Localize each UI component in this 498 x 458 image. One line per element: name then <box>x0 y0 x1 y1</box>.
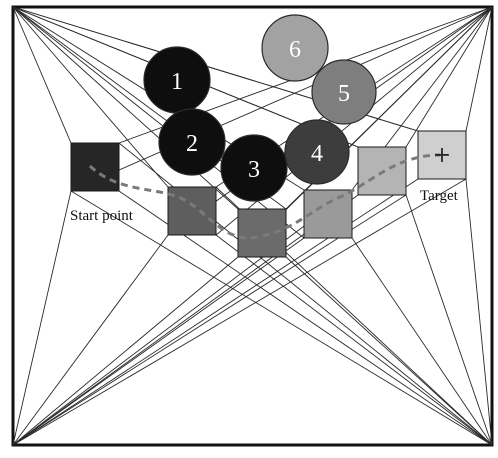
sight-line <box>70 190 493 446</box>
sight-line <box>12 189 353 446</box>
sight-line <box>12 6 239 210</box>
sight-line <box>12 237 305 446</box>
obstacle-circle-2 <box>158 108 226 176</box>
obstacle-number-1: 1 <box>171 69 183 95</box>
target-label: Target <box>420 188 459 204</box>
sight-line <box>405 194 493 446</box>
sight-line <box>12 6 72 144</box>
target-cross-marker: + <box>433 143 451 168</box>
sight-line <box>465 6 493 132</box>
planned-path <box>88 153 441 240</box>
waypoint-2-square <box>237 208 287 258</box>
sight-line <box>465 178 493 446</box>
obstacle-number-5: 5 <box>338 81 350 107</box>
obstacle-number-2: 2 <box>186 131 198 157</box>
start-square <box>70 142 120 192</box>
sight-line <box>70 6 493 192</box>
sight-line <box>12 194 359 446</box>
obstacle-circle-4 <box>284 119 350 185</box>
obstacles: 1 2 3 4 5 6 <box>143 14 377 202</box>
obstacle-number-3: 3 <box>248 157 260 183</box>
sight-line <box>351 237 493 446</box>
sight-line <box>12 256 239 446</box>
start-point-label: Start point <box>70 208 134 224</box>
obstacle-circle-6 <box>261 14 329 82</box>
sight-line <box>12 6 169 188</box>
obstacle-circle-5 <box>311 59 377 125</box>
sight-line <box>12 234 169 446</box>
obstacle-number-4: 4 <box>311 141 323 167</box>
sight-line <box>285 256 493 446</box>
sight-line <box>405 6 493 148</box>
sight-line <box>12 190 72 446</box>
sight-lines <box>12 6 493 446</box>
sight-line <box>12 178 467 446</box>
obstacle-number-6: 6 <box>289 37 301 63</box>
waypoint-1-square <box>167 186 217 236</box>
obstacle-circle-3 <box>220 134 288 202</box>
sight-line <box>215 234 493 446</box>
